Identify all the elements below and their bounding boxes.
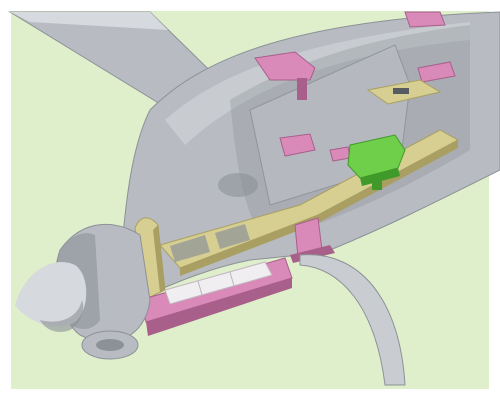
green-component-shade	[360, 168, 400, 186]
pink-tab-right	[417, 61, 456, 83]
pink-mount-upper-post	[297, 78, 307, 100]
landing-gear-strap	[299, 254, 406, 386]
spinner	[15, 261, 87, 327]
spinner-shade	[40, 300, 84, 332]
tan-frame-rail-edge	[180, 140, 458, 276]
pink-mount-top-right	[404, 11, 446, 28]
pink-mount-upper	[254, 51, 316, 81]
pink-battery-tray-front	[146, 278, 292, 336]
fuselage-highlight	[165, 22, 470, 145]
tan-plate-slot	[393, 88, 409, 94]
battery-cell-divider-2	[229, 271, 235, 287]
pink-tab-lower	[329, 146, 351, 162]
battery-pack	[164, 261, 273, 305]
pink-tab-middle	[279, 133, 316, 157]
fuselage-bump	[218, 173, 258, 197]
wing-leading-edge	[10, 12, 168, 30]
battery-cell-divider-1	[197, 280, 203, 296]
green-component-post	[372, 178, 382, 190]
nose-wheel-hub	[96, 339, 124, 351]
tan-frame-window-1	[170, 235, 210, 262]
tan-firewall-edge	[153, 225, 165, 293]
tan-frame-window-2	[215, 224, 250, 249]
